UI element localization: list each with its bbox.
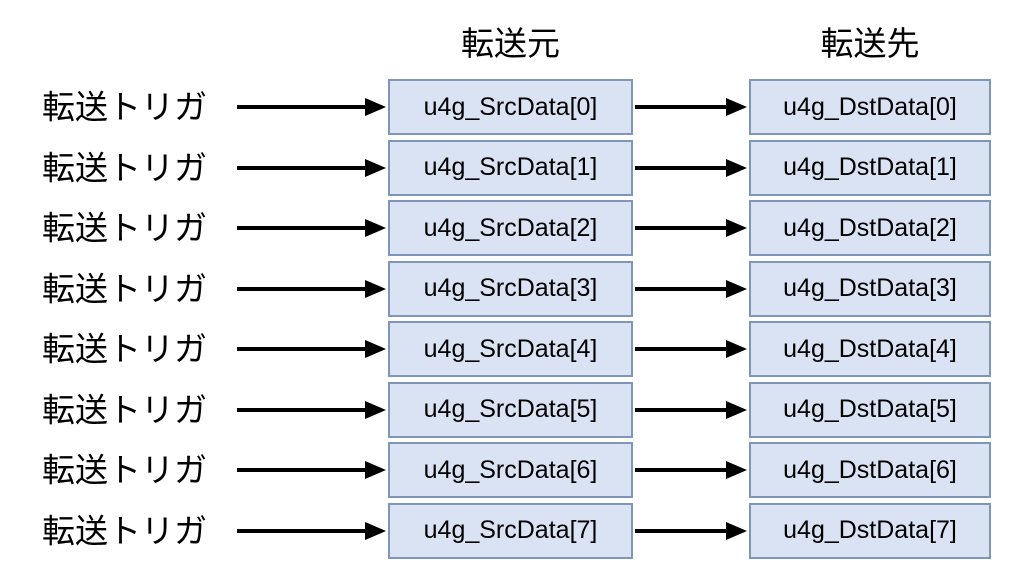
trigger-arrow [237, 158, 386, 177]
transfer-arrow [635, 279, 747, 298]
arrowhead-icon [365, 521, 386, 540]
trigger-arrow [237, 521, 386, 540]
source-box: u4g_SrcData[6] [388, 442, 633, 498]
arrow-shaft [237, 528, 370, 533]
trigger-label: 転送トリガ [42, 149, 207, 186]
transfer-row: 転送トリガ u4g_SrcData[7] u4g_DstData[7] [0, 502, 1024, 559]
source-box: u4g_SrcData[4] [388, 321, 633, 377]
destination-box: u4g_DstData[6] [749, 442, 991, 498]
trigger-label: 転送トリガ [42, 270, 207, 307]
arrow-shaft [635, 105, 731, 109]
arrow-shaft [635, 468, 731, 472]
transfer-arrow [635, 98, 747, 116]
arrow-shaft [635, 528, 731, 533]
source-box: u4g_SrcData[0] [388, 79, 633, 135]
arrowhead-icon [365, 279, 386, 298]
transfer-arrow [635, 219, 747, 237]
source-column-header: 転送元 [461, 25, 560, 62]
transfer-arrow [635, 340, 747, 358]
arrow-shaft [237, 226, 370, 230]
source-box: u4g_SrcData[7] [388, 502, 633, 559]
transfer-arrow [635, 521, 747, 540]
arrowhead-icon [726, 98, 747, 116]
arrow-shaft [237, 407, 370, 412]
arrowhead-icon [365, 340, 386, 358]
destination-box: u4g_DstData[5] [749, 381, 991, 438]
arrowhead-icon [365, 219, 386, 237]
destination-box: u4g_DstData[2] [749, 200, 991, 256]
arrow-shaft [237, 347, 370, 351]
trigger-label: 転送トリガ [42, 330, 207, 368]
trigger-label: 転送トリガ [42, 451, 207, 489]
destination-column-header: 転送先 [820, 25, 920, 62]
destination-box: u4g_DstData[3] [749, 260, 991, 317]
trigger-label: 転送トリガ [42, 391, 207, 428]
destination-box: u4g_DstData[4] [749, 321, 991, 377]
trigger-label: 転送トリガ [42, 88, 207, 126]
transfer-row: 転送トリガ u4g_SrcData[0] u4g_DstData[0] [0, 79, 1024, 135]
arrowhead-icon [726, 279, 747, 298]
arrowhead-icon [365, 98, 386, 116]
arrowhead-icon [726, 461, 747, 479]
transfer-row: 転送トリガ u4g_SrcData[4] u4g_DstData[4] [0, 321, 1024, 377]
transfer-arrow [635, 400, 747, 419]
source-box: u4g_SrcData[5] [388, 381, 633, 438]
arrowhead-icon [726, 219, 747, 237]
arrow-shaft [237, 105, 370, 109]
trigger-arrow [237, 279, 386, 298]
transfer-arrow [635, 158, 747, 177]
trigger-label: 転送トリガ [42, 512, 207, 549]
trigger-arrow [237, 219, 386, 237]
transfer-row: 転送トリガ u4g_SrcData[2] u4g_DstData[2] [0, 200, 1024, 256]
arrow-shaft [237, 165, 370, 170]
destination-box: u4g_DstData[1] [749, 139, 991, 196]
arrow-shaft [635, 286, 731, 291]
trigger-label: 転送トリガ [42, 209, 207, 247]
arrowhead-icon [365, 158, 386, 177]
arrow-shaft [635, 347, 731, 351]
arrow-shaft [635, 226, 731, 230]
source-box: u4g_SrcData[2] [388, 200, 633, 256]
trigger-arrow [237, 400, 386, 419]
destination-box: u4g_DstData[7] [749, 502, 991, 559]
source-box: u4g_SrcData[3] [388, 260, 633, 317]
trigger-arrow [237, 461, 386, 479]
arrow-shaft [237, 468, 370, 472]
arrowhead-icon [726, 158, 747, 177]
arrow-shaft [635, 165, 731, 170]
transfer-row: 転送トリガ u4g_SrcData[1] u4g_DstData[1] [0, 139, 1024, 196]
trigger-arrow [237, 98, 386, 116]
transfer-arrow [635, 461, 747, 479]
arrowhead-icon [365, 461, 386, 479]
arrow-shaft [635, 407, 731, 412]
transfer-row: 転送トリガ u4g_SrcData[6] u4g_DstData[6] [0, 442, 1024, 498]
arrowhead-icon [726, 340, 747, 358]
transfer-row: 転送トリガ u4g_SrcData[5] u4g_DstData[5] [0, 381, 1024, 438]
trigger-arrow [237, 340, 386, 358]
destination-box: u4g_DstData[0] [749, 79, 991, 135]
source-box: u4g_SrcData[1] [388, 139, 633, 196]
arrowhead-icon [365, 400, 386, 419]
arrowhead-icon [726, 400, 747, 419]
arrowhead-icon [726, 521, 747, 540]
arrow-shaft [237, 286, 370, 291]
transfer-row: 転送トリガ u4g_SrcData[3] u4g_DstData[3] [0, 260, 1024, 317]
